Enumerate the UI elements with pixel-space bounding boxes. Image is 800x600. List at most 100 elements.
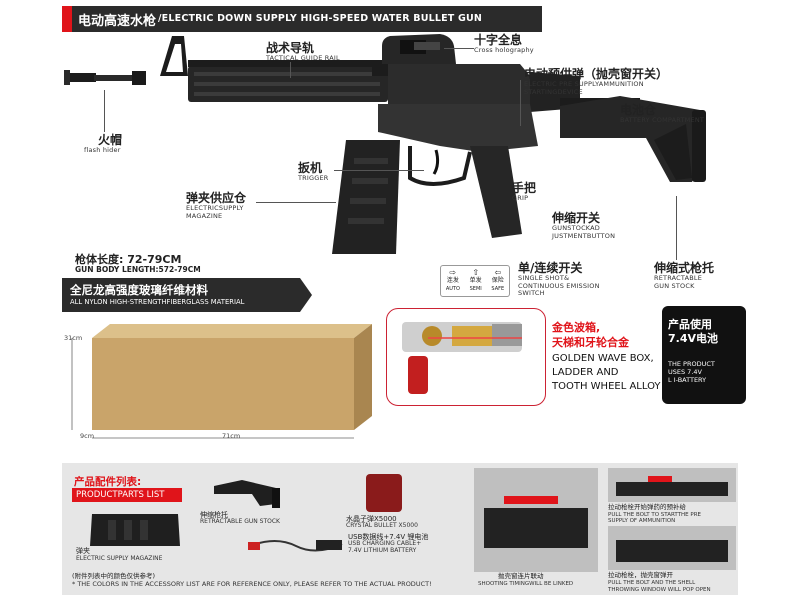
material-cn: 全尼龙高强度玻璃纤维材料 xyxy=(70,283,208,297)
gearbox-en-line: GOLDEN WAVE BOX, xyxy=(552,353,654,364)
gearbox-desc-cn: 金色波箱, 天梯和牙轮合金 xyxy=(552,320,629,350)
box-depth-label: 9cm xyxy=(80,432,95,440)
fire-mode-safe: ⇦ 保险 SAFE xyxy=(491,269,504,293)
callout-retractable-stock: 伸缩式枪托 RETRACTABLE GUN STOCK xyxy=(654,262,714,290)
fire-mode-cn: 连发 xyxy=(446,277,459,284)
battery-en-line: THE PRODUCT xyxy=(668,360,715,368)
parts-title-en: PRODUCTPARTS LIST xyxy=(76,490,165,500)
accessory-stock-image xyxy=(214,480,280,508)
callout-holographic: 十字全息 Cross holography xyxy=(474,34,534,55)
gearbox-illustration xyxy=(402,322,522,394)
callout-en: Cross holography xyxy=(474,46,534,54)
battery-cn-line: 产品使用 xyxy=(668,318,712,331)
gun-length-en: GUN BODY LENGTH:572-79CM xyxy=(75,265,201,274)
callout-electric-pre-supply: 电动预供弹（抛壳窗开关） ELECTRIC PRE SUPPLYAMMUNITI… xyxy=(524,68,668,96)
photo-bolt-pull xyxy=(608,468,736,502)
accessory-magazine-en: ELECTRIC SUPPLY MAGAZINE xyxy=(76,555,163,562)
callout-en: JUSTMENTBUTTON xyxy=(552,231,616,240)
callout-en: SWITCH xyxy=(518,289,545,297)
photo1-caption-cn: 抛壳窗连片联动 xyxy=(498,572,544,580)
leader-line xyxy=(444,48,474,49)
fire-mode-en: SEMI xyxy=(469,286,482,292)
trigger-guard-part xyxy=(408,146,472,186)
title-en: /ELECTRIC DOWN SUPPLY HIGH-SPEED WATER B… xyxy=(158,13,483,25)
header-bar xyxy=(62,6,542,32)
battery-en: THE PRODUCT USES 7.4V L I-BATTERY xyxy=(668,360,715,384)
stock-part xyxy=(560,96,700,182)
callout-en: MAGAZINE xyxy=(186,211,223,220)
accessory-bullets-en: CRYSTAL BULLET X5000 xyxy=(346,522,418,529)
callout-cn: 伸缩式枪托 xyxy=(654,261,715,275)
callout-en: ELECTRICSUPPLY xyxy=(186,204,244,212)
photo2-top-caption-cn: 拉动枪栓开始弹药的预补给 xyxy=(608,503,686,511)
callout-cn: 单/连续开关 xyxy=(518,261,583,275)
receiver-part xyxy=(388,64,530,108)
packaging-box-illustration xyxy=(71,324,372,439)
callout-en: GUNSTOCKAD xyxy=(552,224,601,232)
gearbox-cn-line: 天梯和牙轮合金 xyxy=(552,336,629,349)
accessory-cable-en2: 7.4V LITHIUM BATTERY xyxy=(348,547,417,554)
fire-mode-en: AUTO xyxy=(445,286,460,292)
callout-cn: 手把 xyxy=(512,181,537,195)
fire-mode-auto: ⇨ 连发 AUTO xyxy=(446,269,460,293)
arrow-right-icon: ⇨ xyxy=(449,268,457,277)
callout-cn: 十字全息 xyxy=(474,33,523,47)
battery-en-line: USES 7.4V xyxy=(668,368,702,376)
fire-selector-legend: ⇨ 连发 AUTO ⇧ 单发 SEMI ⇦ 保险 SAFE xyxy=(440,265,510,297)
photo-window-open xyxy=(608,526,736,570)
callout-en: CONTINUOUS EMISSION xyxy=(518,281,600,290)
accessory-magazine-cn: 弹夹 xyxy=(76,547,90,555)
callout-flash-hider: 火帽 flash hider xyxy=(84,134,122,155)
callout-en: flash hider xyxy=(84,146,121,154)
fire-mode-cn: 保险 xyxy=(491,277,504,284)
leader-line xyxy=(104,90,105,132)
callout-tactical-rail: 战术导轨 TACTICAL GUIDE RAIL xyxy=(266,42,340,63)
callout-en: ELECTRIC PRE SUPPLYAMMUNITION xyxy=(524,80,644,88)
callout-en: TACTICAL GUIDE RAIL xyxy=(266,54,340,62)
rifle-illustration xyxy=(64,34,706,254)
leader-line xyxy=(676,196,677,260)
photo2-top-caption-en1: PULL THE BOLT TO STARTTHE PRE xyxy=(608,512,701,518)
material-en: ALL NYLON HIGH-STRENGTHFIBERGLASS MATERI… xyxy=(70,298,245,306)
callout-en: TRIGGER xyxy=(298,174,329,182)
callout-en: SINGLE SHOT& xyxy=(518,274,570,282)
material-banner-tip xyxy=(300,278,312,312)
accessory-bullets-cn: 水晶子弹X5000 xyxy=(346,515,397,523)
parts-note-en: * THE COLORS IN THE ACCESSORY LIST ARE F… xyxy=(72,580,432,588)
gearbox-en-line: TOOTH WHEEL ALLOY xyxy=(552,381,661,392)
arrow-left-icon: ⇦ xyxy=(494,268,502,277)
page-title: 电动高速水枪/ELECTRIC DOWN SUPPLY HIGH-SPEED W… xyxy=(78,8,482,30)
gun-length-cn: 枪体长度: 72-79CM xyxy=(75,253,182,266)
battery-cn: 产品使用 7.4V电池 xyxy=(668,318,718,346)
callout-cn: 电动预供弹（抛壳窗开关） xyxy=(524,67,669,81)
barrel-part xyxy=(94,75,134,81)
photo2-bottom-caption-en2: THROWING WINDOW WILL POP OPEN xyxy=(608,587,711,593)
callout-stock-switch: 伸缩开关 GUNSTOCKAD JUSTMENTBUTTON xyxy=(552,212,615,240)
callout-trigger: 扳机 TRIGGER xyxy=(298,162,329,183)
callout-en: GUN STOCK xyxy=(654,281,695,290)
fire-mode-semi: ⇧ 单发 SEMI xyxy=(470,269,482,293)
battery-info-box xyxy=(662,306,746,404)
callout-cn: 弹夹供应仓 xyxy=(186,191,247,205)
lower-receiver-part xyxy=(378,104,538,152)
callout-cn: 战术导轨 xyxy=(266,41,315,55)
photo2-bottom-caption-cn: 拉动枪栓，抛壳窗弹开 xyxy=(608,571,673,579)
photo1-caption-en: SHOOTING TIMINGWILL BE LINKED xyxy=(478,581,574,587)
photo2-top-caption-en2: SUPPLY OF AMMUNITION xyxy=(608,518,676,524)
fire-mode-en: SAFE xyxy=(491,286,505,292)
callout-cn: 伸缩开关 xyxy=(552,211,601,225)
arrow-up-icon: ⇧ xyxy=(472,268,480,277)
callout-magazine: 弹夹供应仓 ELECTRICSUPPLY MAGAZINE xyxy=(186,192,246,220)
leader-line xyxy=(334,170,424,171)
callout-cn: 火帽 xyxy=(98,133,123,147)
accessory-cable-en1: USB CHARGING CABLE+ xyxy=(348,540,422,547)
callout-cn: 扳机 xyxy=(298,161,323,175)
header-accent xyxy=(62,6,72,32)
photo-ejection-window xyxy=(474,468,598,572)
gearbox-desc-en: GOLDEN WAVE BOX, LADDER AND TOOTH WHEEL … xyxy=(552,352,661,394)
box-height-label: 31cm xyxy=(64,334,83,342)
battery-cn-line: 7.4V电池 xyxy=(668,332,718,345)
flash-hider-part xyxy=(68,73,96,82)
accessory-cable-cn: USB数据线+7.4V 锂电池 xyxy=(348,533,429,541)
parts-title-cn: 产品配件列表: xyxy=(74,476,142,488)
